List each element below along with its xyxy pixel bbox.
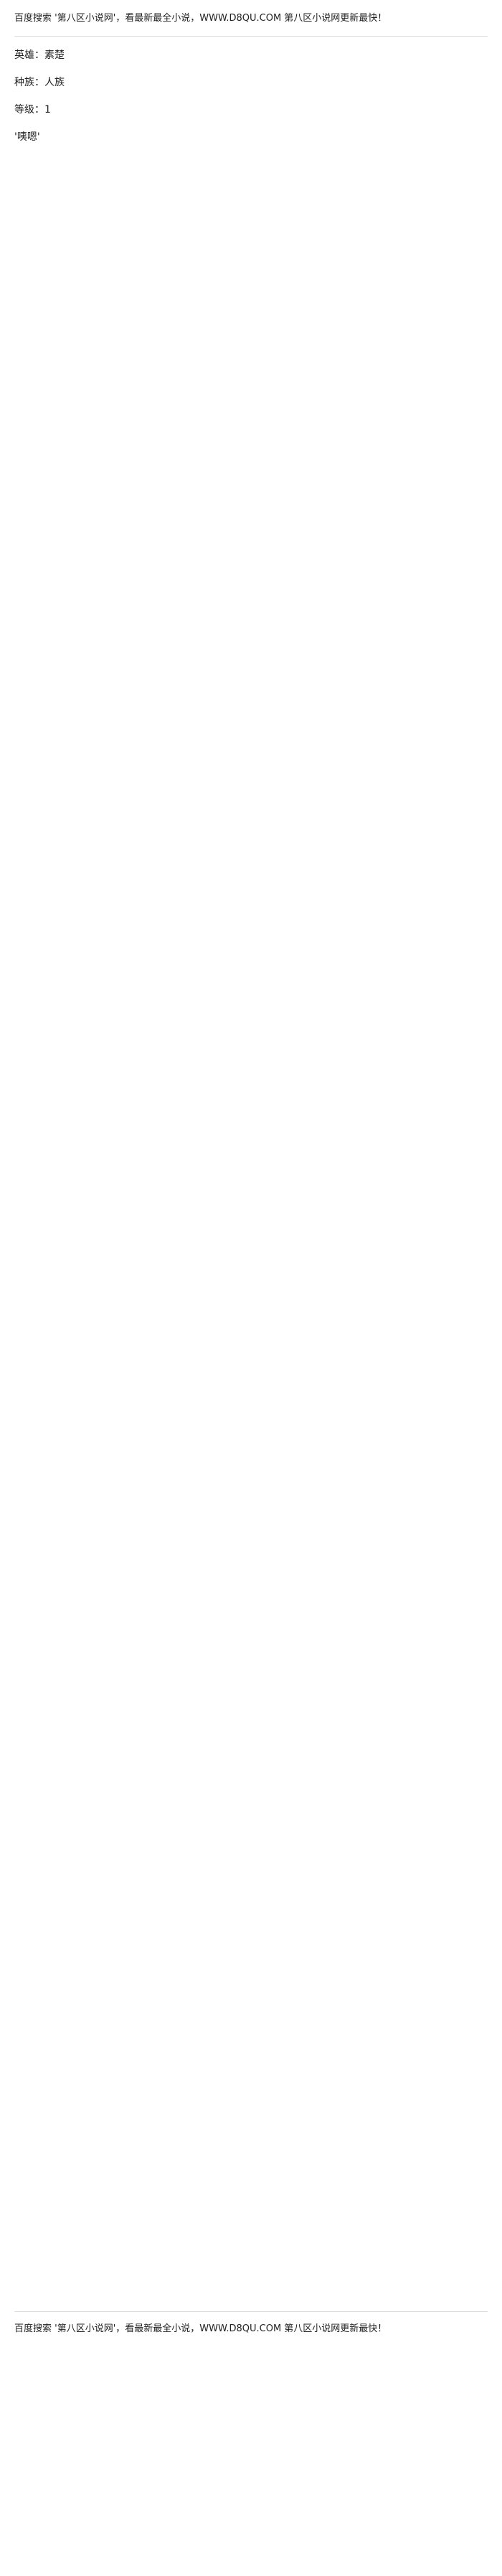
text-area: [14, 156, 488, 2301]
divider: [14, 2311, 488, 2312]
divider: [14, 36, 488, 37]
stat-level: 等级：1: [14, 104, 51, 116]
stat-race: 种族：人族: [14, 77, 65, 88]
header-banner: 百度搜索 '第八区小说网'，看最新最全小说，WWW.D8QU.COM 第八区小说…: [14, 13, 387, 24]
footer-banner: 百度搜索 '第八区小说网'，看最新最全小说，WWW.D8QU.COM 第八区小说…: [14, 2323, 387, 2334]
stat-hero: 英雄：素楚: [14, 50, 65, 61]
exclamation: '咦嗯': [14, 131, 40, 143]
